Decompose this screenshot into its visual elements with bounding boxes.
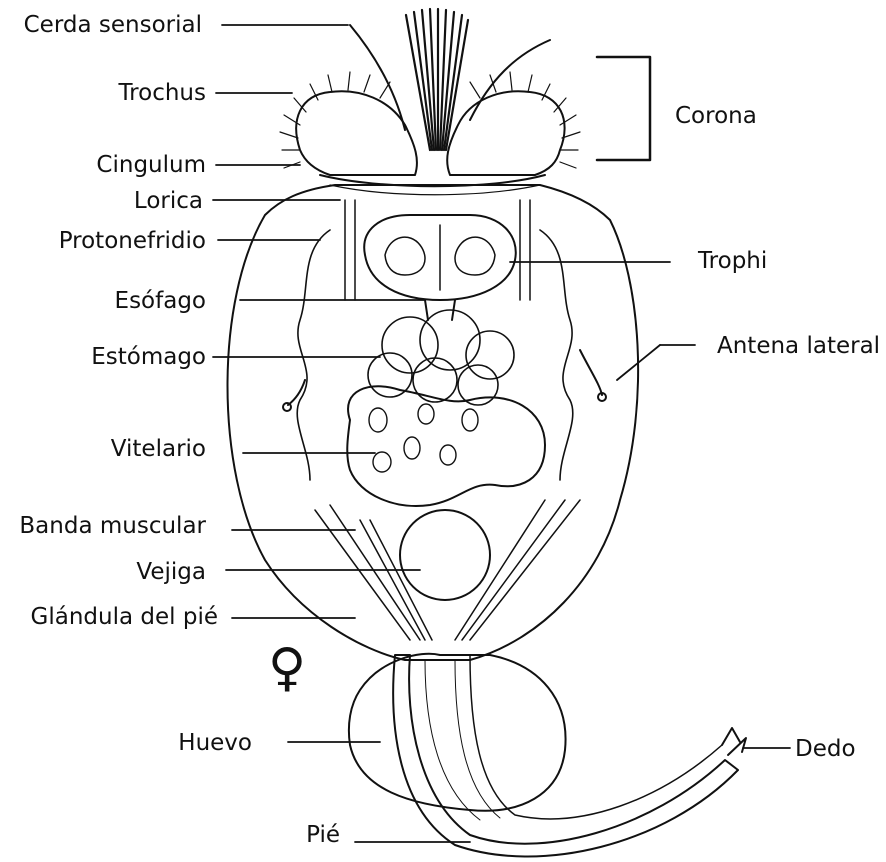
label-estomago: Estómago bbox=[91, 346, 206, 369]
label-vitelario: Vitelario bbox=[111, 438, 206, 461]
label-banda-muscular: Banda muscular bbox=[19, 515, 206, 538]
corona-bracket bbox=[597, 57, 650, 160]
trochus-left-lobe bbox=[296, 91, 417, 175]
stomach bbox=[368, 310, 514, 405]
sensory-seta-right bbox=[470, 40, 550, 120]
central-tuft bbox=[406, 9, 468, 150]
label-corona: Corona bbox=[675, 105, 757, 128]
lorica-outline bbox=[228, 185, 639, 660]
foot bbox=[393, 655, 738, 856]
label-huevo: Huevo bbox=[178, 732, 252, 755]
label-esofago: Esófago bbox=[115, 290, 206, 313]
lateral-antenna bbox=[580, 350, 602, 395]
label-glandula-pie: Glándula del pié bbox=[31, 606, 218, 629]
label-antena-lateral: Antena lateral bbox=[717, 335, 880, 358]
label-cerda-sensorial: Cerda sensorial bbox=[24, 14, 202, 37]
label-trochus: Trochus bbox=[119, 82, 206, 105]
label-lorica: Lorica bbox=[134, 190, 203, 213]
trochus-right-lobe bbox=[447, 91, 564, 175]
label-trophi: Trophi bbox=[698, 250, 767, 273]
muscle-bands bbox=[315, 200, 580, 640]
label-pie: Pié bbox=[306, 824, 340, 847]
female-symbol: ♀ bbox=[268, 642, 306, 694]
label-protonefridio: Protonefridio bbox=[59, 230, 206, 253]
vitellarium-nuclei bbox=[369, 404, 478, 472]
trochus-cilia bbox=[280, 72, 580, 168]
vitellarium bbox=[347, 386, 545, 506]
protonephridium-left bbox=[297, 230, 330, 480]
label-dedo: Dedo bbox=[795, 738, 856, 761]
label-cingulum: Cingulum bbox=[96, 154, 206, 177]
egg bbox=[349, 654, 566, 811]
label-vejiga: Vejiga bbox=[136, 561, 206, 584]
toes bbox=[722, 728, 746, 755]
bladder bbox=[400, 510, 490, 600]
